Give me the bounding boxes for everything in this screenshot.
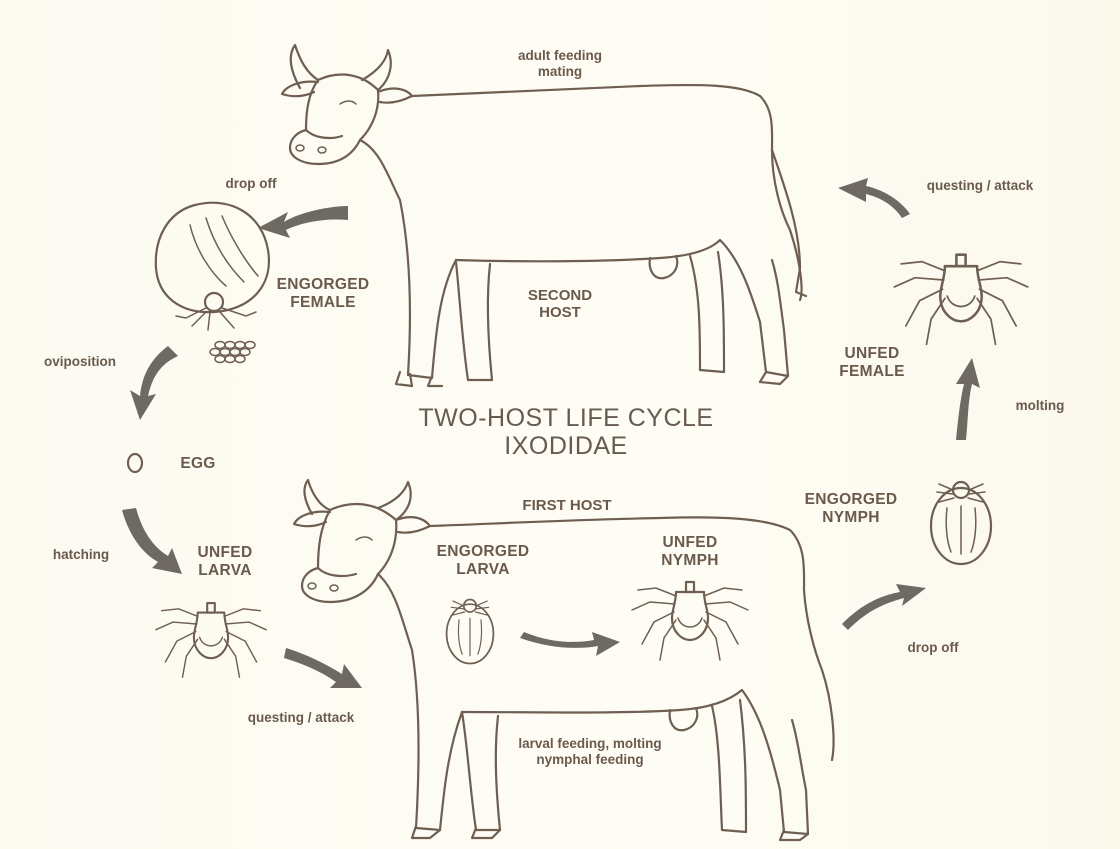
- unfed-female-tick: [894, 255, 1027, 345]
- engorged-nymph-tick: [931, 482, 991, 564]
- second-host-label: SECOND HOST: [520, 287, 600, 322]
- first-host-label: FIRST HOST: [502, 497, 632, 514]
- larval-feeding-label: larval feeding, molting nymphal feeding: [500, 736, 680, 767]
- oviposition-label: oviposition: [30, 354, 130, 370]
- diagram-title-line2: IXODIDAE: [386, 432, 746, 461]
- questing-attack-bottom-label: questing / attack: [226, 710, 376, 726]
- engorged-female-tick: [156, 203, 269, 363]
- drop-off-right-label: drop off: [888, 640, 978, 656]
- diagram-title-line1: TWO-HOST LIFE CYCLE: [386, 404, 746, 433]
- engorged-nymph-label: ENGORGED NYMPH: [786, 491, 916, 527]
- hatching-label: hatching: [36, 547, 126, 563]
- egg-shape: [128, 454, 142, 472]
- engorged-female-label: ENGORGED FEMALE: [258, 276, 388, 312]
- unfed-larva-label: UNFED LARVA: [190, 544, 260, 580]
- second-host-cow: [282, 45, 806, 386]
- adult-feeding-label: adult feeding mating: [500, 48, 620, 79]
- first-host-cow: [294, 480, 834, 840]
- drop-off-top-label: drop off: [206, 176, 296, 192]
- unfed-larva-tick: [156, 603, 266, 677]
- questing-attack-top-label: questing / attack: [905, 178, 1055, 194]
- unfed-nymph-tick: [632, 582, 748, 660]
- engorged-larva-tick: [447, 600, 494, 664]
- engorged-larva-label: ENGORGED LARVA: [418, 543, 548, 579]
- egg-label: EGG: [168, 455, 228, 473]
- unfed-nymph-label: UNFED NYMPH: [640, 534, 740, 570]
- unfed-female-label: UNFED FEMALE: [822, 345, 922, 381]
- molting-label: molting: [1000, 398, 1080, 414]
